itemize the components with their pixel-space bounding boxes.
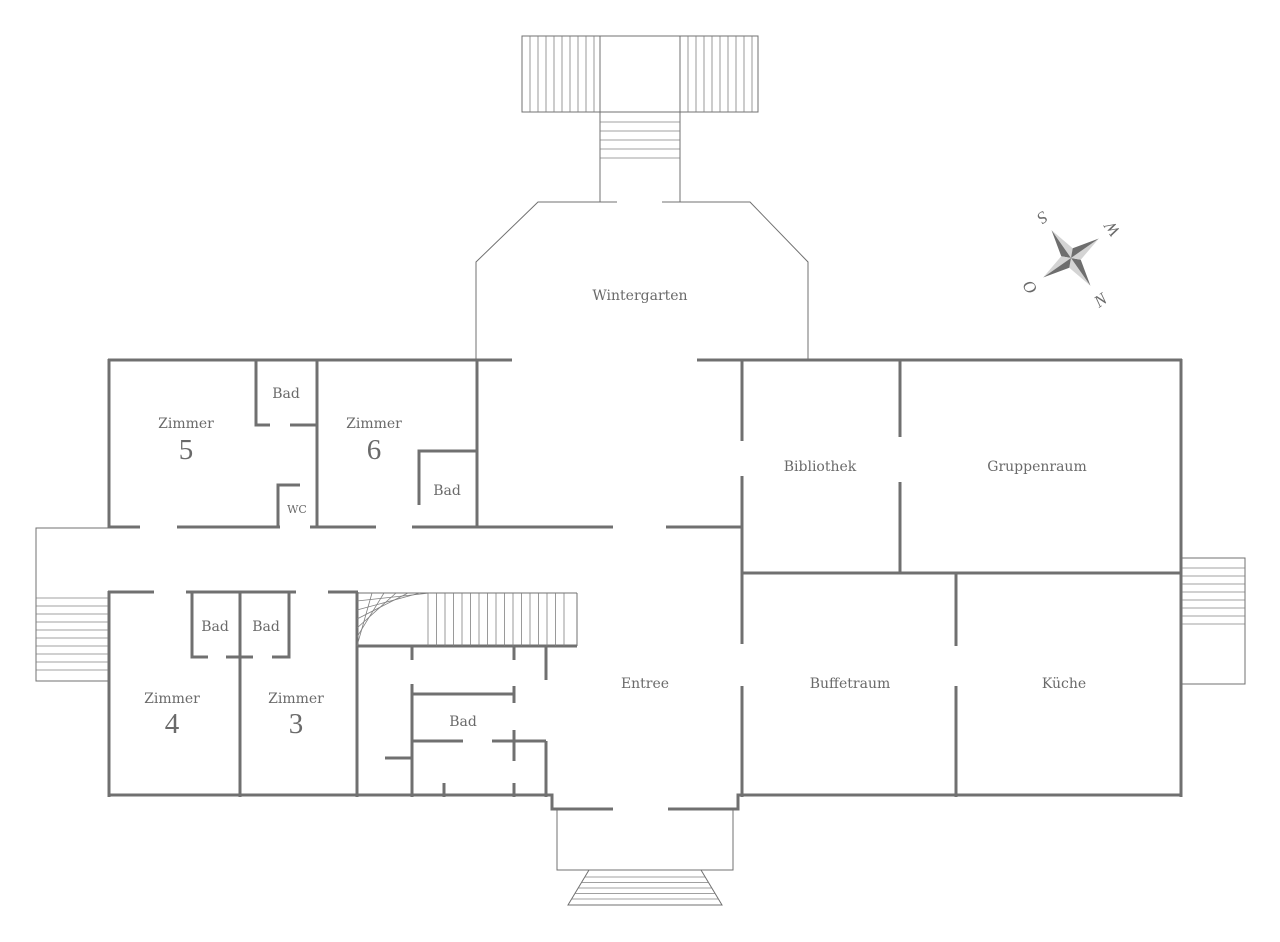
label-bad-zimmer6: Bad	[433, 483, 461, 499]
stair-step	[356, 592, 373, 647]
label-entree: Entree	[621, 676, 669, 692]
label-wc: WC	[287, 503, 307, 516]
terrace-steps-right	[687, 36, 753, 112]
label-wintergarten: Wintergarten	[592, 288, 687, 304]
compass-needle-north-dark	[1071, 258, 1091, 286]
compass-east-letter: O	[1018, 276, 1041, 297]
left-stairs	[35, 527, 108, 682]
compass-rose: N S O W	[1018, 207, 1124, 312]
label-zimmer6: Zimmer	[346, 416, 402, 432]
compass-west-letter: W	[1099, 216, 1124, 240]
label-buffetraum: Buffetraum	[810, 676, 891, 692]
compass-needle-west-dark	[1071, 238, 1099, 258]
stair-step	[356, 592, 409, 620]
room-labels: Wintergarten Zimmer 5 Bad Zimmer 6 Bad W…	[144, 288, 1087, 740]
compass-north-letter: N	[1090, 288, 1112, 312]
stair-step	[356, 592, 421, 611]
label-gruppenraum: Gruppenraum	[987, 459, 1086, 475]
label-bad-zimmer3: Bad	[252, 619, 280, 635]
top-terrace	[521, 35, 759, 202]
walls	[107, 358, 1183, 811]
entrance-stairs	[556, 809, 734, 906]
compass-needle-north-light	[1069, 258, 1091, 286]
number-zimmer5: 5	[179, 434, 194, 466]
terrace-stairs-down	[600, 121, 680, 159]
label-zimmer5: Zimmer	[158, 416, 214, 432]
interior-staircase	[356, 592, 578, 647]
compass-needle-south-light	[1051, 230, 1073, 258]
terrace-steps-left	[529, 36, 595, 112]
right-stairs	[1182, 557, 1246, 685]
compass-needle-east-light	[1043, 256, 1071, 278]
wintergarten-outline	[475, 201, 809, 360]
label-bad-zimmer5: Bad	[272, 386, 300, 402]
stair-step	[356, 592, 385, 638]
label-zimmer4: Zimmer	[144, 691, 200, 707]
number-zimmer6: 6	[367, 434, 382, 466]
stair-step	[356, 592, 431, 602]
compass-south-letter: S	[1033, 207, 1051, 228]
number-zimmer4: 4	[165, 708, 180, 740]
label-kueche: Küche	[1042, 676, 1086, 692]
compass-needle-west-light	[1071, 238, 1099, 260]
label-bad-zimmer4: Bad	[201, 619, 229, 635]
label-bibliothek: Bibliothek	[784, 459, 857, 475]
stair-step	[356, 592, 397, 629]
number-zimmer3: 3	[289, 708, 304, 740]
label-zimmer3: Zimmer	[268, 691, 324, 707]
label-bad-central: Bad	[449, 714, 477, 730]
